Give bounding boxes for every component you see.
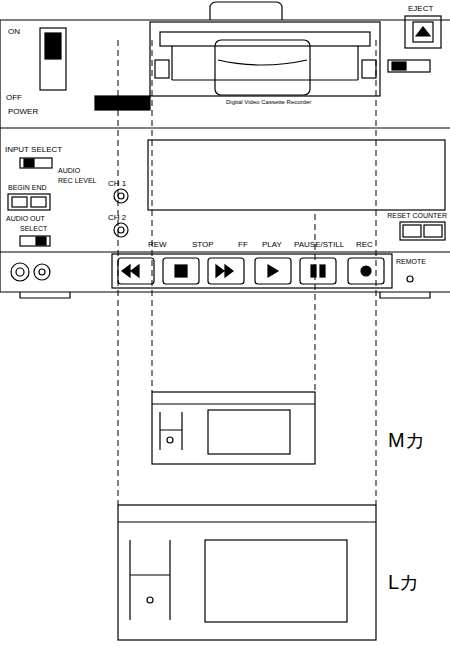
panel-label: PAUSE/STILL <box>294 241 344 249</box>
panel-label: RESET COUNTER <box>387 212 447 219</box>
panel-label: INPUT SELECT <box>5 146 62 154</box>
panel-label: POWER <box>8 108 38 116</box>
panel-label: FF <box>238 241 248 249</box>
panel-label: AUDIO <box>58 167 80 174</box>
panel-label: REC <box>356 241 373 249</box>
panel-label: BEGIN END <box>8 184 47 191</box>
panel-label: OFF <box>6 94 22 102</box>
panel-label: CH 1 <box>108 180 126 188</box>
panel-label: AUDIO OUT <box>6 215 45 222</box>
panel-label: Digital Video Cassette Recorder <box>226 99 311 105</box>
panel-label: EJECT <box>408 5 433 13</box>
panel-label: SELECT <box>20 225 47 232</box>
panel-label: REC LEVEL <box>58 177 97 184</box>
panel-label: Mカ <box>388 430 425 450</box>
panel-label: REMOTE <box>396 258 426 265</box>
panel-label: ON <box>8 28 20 36</box>
panel-label: REW <box>148 241 167 249</box>
panel-label: Lカ <box>388 572 419 592</box>
panel-label: STOP <box>192 241 214 249</box>
panel-label: PLAY <box>262 241 282 249</box>
panel-label: CH 2 <box>108 214 126 222</box>
